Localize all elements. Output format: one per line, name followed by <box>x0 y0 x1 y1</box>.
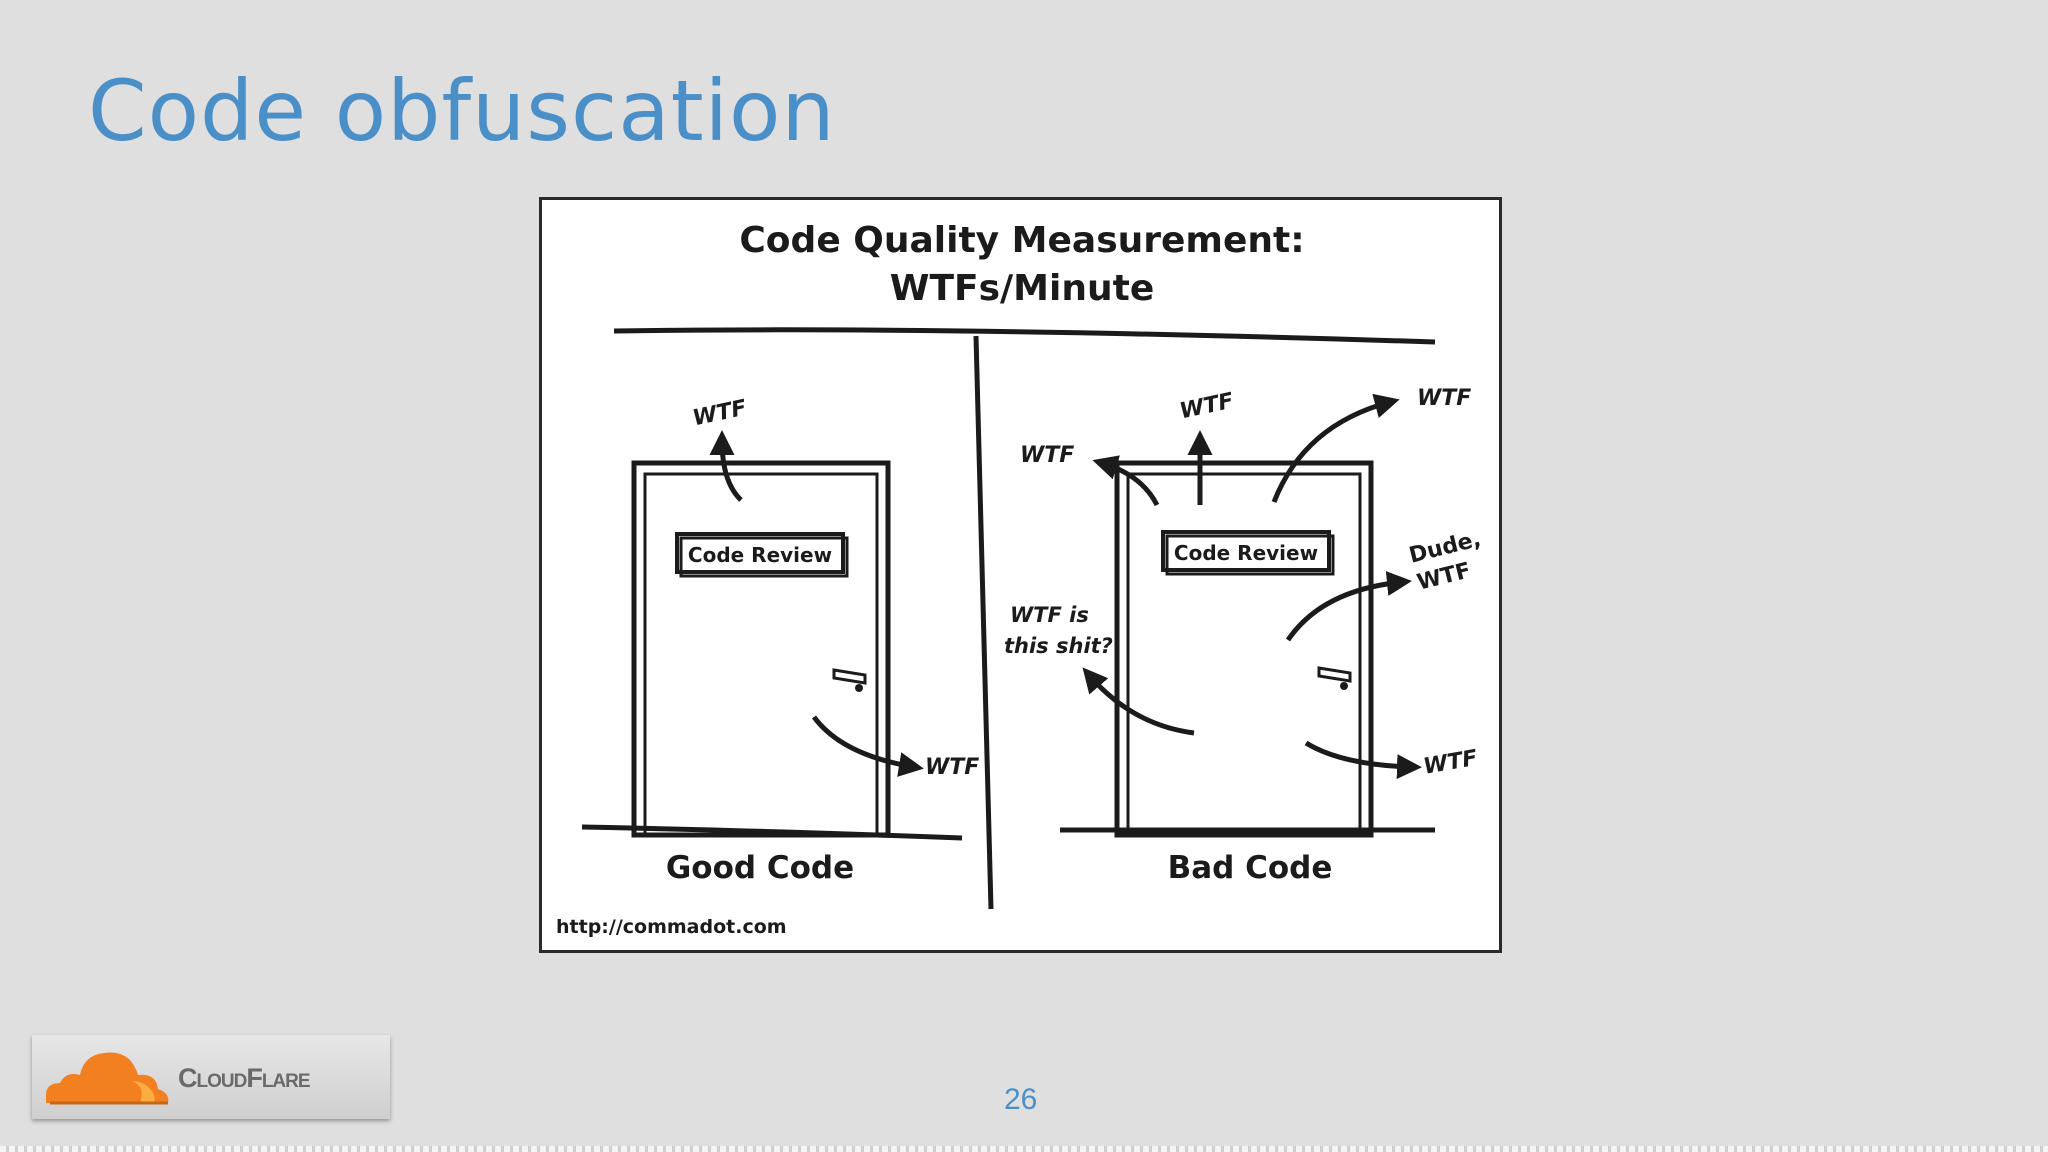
page-number: 26 <box>1004 1083 1038 1116</box>
comic-divider <box>973 335 994 910</box>
bad-code-arrow-left-top <box>1092 455 1160 507</box>
bad-code-door <box>1060 460 1435 838</box>
good-code-door <box>581 460 963 841</box>
bad-code-arrow-left-mid <box>1082 667 1195 736</box>
good-code-arrow-up <box>709 430 743 502</box>
comic-heading-line1: Code Quality Measurement: <box>739 220 1304 261</box>
bottom-strip <box>0 1146 2048 1152</box>
comic-image: Code Quality Measurement: WTFs/Minute Co… <box>539 197 1502 953</box>
bad-code-wtf-top-right: WTF <box>1417 386 1471 411</box>
bad-code-arrow-right-bottom <box>1304 740 1422 780</box>
bad-code-wtf-is-line2: this shit? <box>1004 634 1113 658</box>
bad-code-wtf-bottom: WTF <box>1422 746 1480 780</box>
bad-code-caption: Bad Code <box>1168 850 1333 886</box>
comic-heading-line2: WTFs/Minute <box>890 268 1154 309</box>
cloud-icon <box>46 1052 169 1105</box>
bad-code-wtf-is-line1: WTF is <box>1010 603 1089 627</box>
comic-source-url: http://commadot.com <box>556 916 787 938</box>
comic-top-line <box>613 327 1436 345</box>
cloudflare-logo-text: CloudFlare <box>178 1063 311 1093</box>
bad-code-arrow-dude <box>1285 571 1412 642</box>
good-code-wtf-bottom: WTF <box>925 755 979 780</box>
slide-title: Code obfuscation <box>88 62 836 160</box>
bad-code-wtf-left: WTF <box>1020 443 1074 468</box>
good-code-door-sign: Code Review <box>688 543 832 567</box>
comic-drawing: Code Quality Measurement: WTFs/Minute Co… <box>556 220 1484 938</box>
good-code-caption: Good Code <box>666 850 854 886</box>
cloudflare-logo: CloudFlare <box>32 1035 390 1119</box>
good-code-wtf-top: WTF <box>691 396 749 432</box>
bad-code-dude-line1: Dude, <box>1407 527 1484 569</box>
good-code-arrow-right <box>811 715 924 777</box>
bad-code-door-sign: Code Review <box>1174 541 1318 565</box>
bad-code-arrow-up-right <box>1271 393 1400 503</box>
bad-code-wtf-top: WTF <box>1178 389 1236 425</box>
